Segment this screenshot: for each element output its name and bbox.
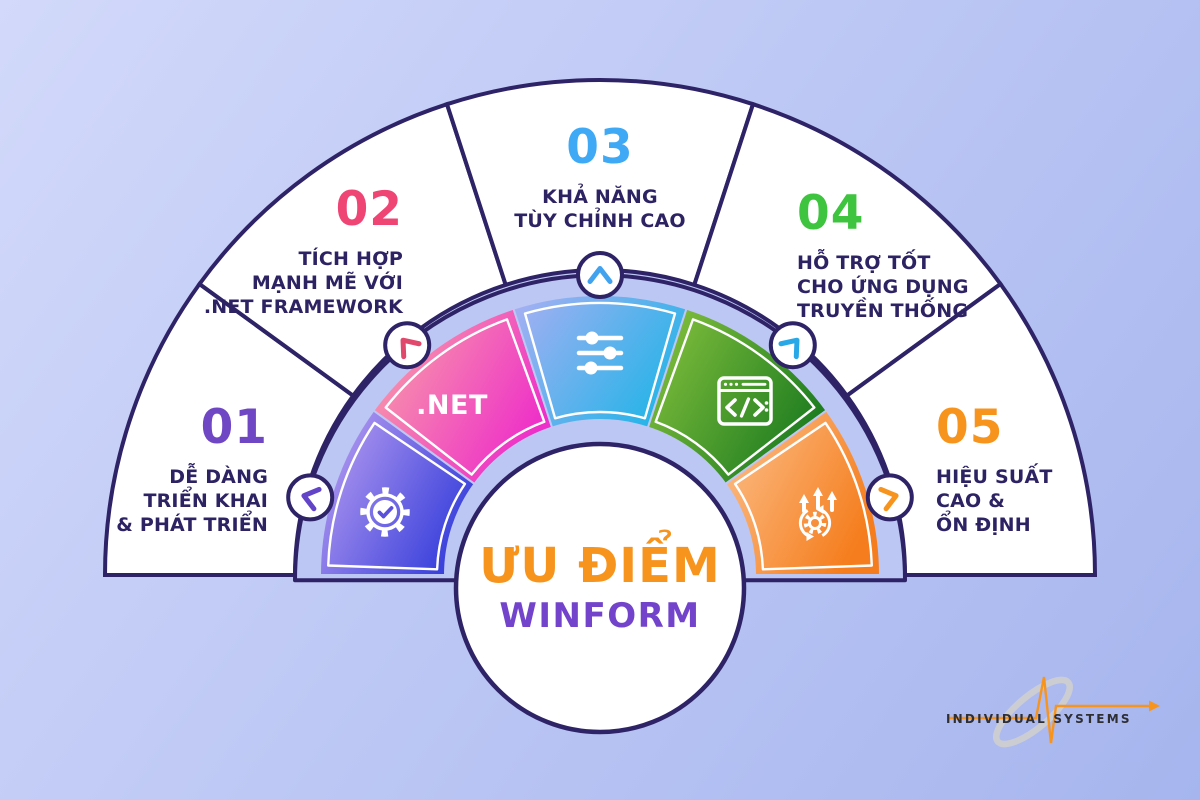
section-title: HỖ TRỢ TỐT CHO ỨNG DỤNG TRUYỀN THỐNG: [797, 252, 969, 322]
logo-arrow-icon: [1149, 700, 1160, 712]
growth-gear-icon: [798, 487, 837, 541]
divider-circle-1: [286, 473, 335, 522]
logo-ellipse-icon: [993, 676, 1073, 748]
wedge-border-1: [327, 421, 467, 571]
section-number: 03: [566, 120, 634, 175]
wedge-border-2: [384, 318, 546, 476]
divider-circle-3: [576, 251, 624, 299]
section-05: 05 HIỆU SUẤT CAO & ỔN ĐỊNH: [936, 404, 1053, 537]
section-title: KHẢ NĂNG TÙY CHỈNH CAO: [514, 186, 686, 232]
divider-circle-2: [383, 321, 432, 370]
chevron-out-icon: [778, 337, 800, 360]
wedge-border-4: [654, 318, 816, 476]
section-number: 04: [797, 186, 865, 241]
chevron-out-icon: [878, 486, 899, 512]
chevron-out-icon: [400, 337, 422, 360]
section-02: 02 TÍCH HỢP MẠNH MẼ VỚI .NET FRAMEWORK: [204, 186, 403, 319]
wedge-border-3: [523, 301, 677, 420]
section-number: 05: [936, 400, 1004, 455]
section-01: 01 DỄ DÀNG TRIỂN KHAI & PHÁT TRIỂN: [116, 404, 268, 537]
dotnet-icon: .NET: [416, 390, 488, 421]
logo-pulse-line-icon: [948, 676, 1149, 744]
chevron-out-icon: [587, 266, 613, 284]
section-title: DỄ DÀNG TRIỂN KHAI & PHÁT TRIỂN: [116, 466, 268, 536]
center-circle: [453, 441, 747, 735]
wedge-border-5: [733, 421, 873, 571]
code-window-icon: [717, 376, 773, 426]
gear-check-icon: [360, 487, 410, 537]
chevron-out-icon: [301, 486, 322, 512]
section-title: HIỆU SUẤT CAO & ỔN ĐỊNH: [936, 466, 1053, 536]
section-number: 02: [335, 182, 403, 237]
center-title-line2: WINFORM: [499, 596, 701, 636]
center-title: ƯU ĐIỂM WINFORM: [479, 542, 720, 633]
logo-text: INDIVIDUAL SYSTEMS: [946, 712, 1132, 726]
section-03: 03 KHẢ NĂNG TÙY CHỈNH CAO: [514, 124, 686, 233]
sliders-icon: [576, 331, 624, 375]
logo-graphic: [948, 676, 1160, 748]
divider-circle-4: [768, 321, 817, 370]
divider-circle-5: [865, 473, 914, 522]
section-04: 04 HỖ TRỢ TỐT CHO ỨNG DỤNG TRUYỀN THỐNG: [797, 190, 969, 323]
section-number: 01: [200, 400, 268, 455]
center-title-line1: ƯU ĐIỂM: [479, 538, 721, 594]
section-title: TÍCH HỢP MẠNH MẼ VỚI .NET FRAMEWORK: [203, 248, 403, 318]
